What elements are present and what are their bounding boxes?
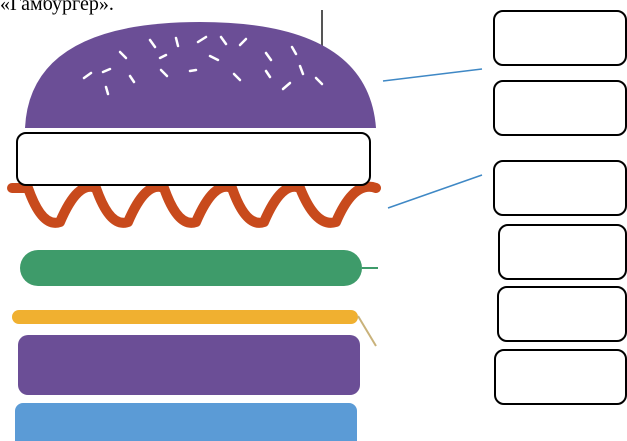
label-box-4[interactable] [498, 224, 627, 280]
ketchup-layer [12, 187, 376, 223]
label-box-1[interactable] [493, 10, 627, 66]
pointer-line-ketchup [388, 175, 482, 208]
label-box-3[interactable] [493, 160, 627, 216]
patty-layer [18, 335, 360, 395]
answer-box-bun[interactable] [16, 132, 371, 186]
label-box-6[interactable] [494, 349, 627, 405]
label-box-5[interactable] [497, 286, 627, 342]
top-bun [25, 22, 376, 128]
cheese-layer [12, 310, 358, 324]
pointer-line-bun [383, 69, 482, 81]
bottom-bun-layer [15, 403, 357, 441]
cucumber-layer [20, 250, 362, 286]
cheese-pointer-stub [358, 316, 376, 346]
label-box-2[interactable] [493, 80, 627, 136]
